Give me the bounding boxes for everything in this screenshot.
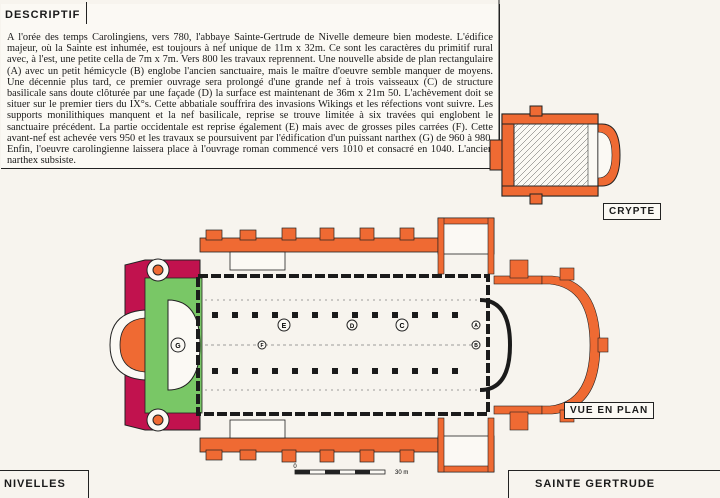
marker-f (257, 340, 267, 350)
letter-f: F (260, 343, 263, 349)
description-panel (1, 4, 500, 169)
marker-e (277, 318, 291, 332)
marker-c (395, 318, 409, 332)
scale-start: 0 (293, 464, 297, 470)
crypt-label: CRYPTE (603, 203, 662, 220)
plan-letter-markers: G E F D C A B (170, 318, 481, 353)
marker-a (471, 320, 481, 330)
description-text: A l'orée des temps Carolingiens, vers 78… (7, 32, 493, 167)
basilica-outline (196, 274, 490, 416)
city-label: NIVELLES (4, 478, 66, 490)
letter-b: B (474, 343, 478, 349)
letter-d: D (350, 324, 355, 330)
scale-end: 30 m (395, 470, 408, 476)
east-apse (479, 298, 513, 392)
letter-a: A (474, 323, 478, 329)
crypt-plan (489, 105, 621, 205)
description-heading-tab (0, 2, 87, 24)
city-box (0, 470, 89, 498)
plan-view-label: VUE EN PLAN (564, 402, 655, 419)
letter-g: G (175, 343, 181, 350)
letter-e: E (282, 323, 287, 330)
scale-bar: 0 30 m (293, 464, 408, 476)
letter-c: C (399, 323, 404, 330)
marker-d (346, 319, 358, 331)
title-box (508, 470, 720, 498)
church-title: SAINTE GERTRUDE (535, 478, 656, 490)
description-heading: DESCRIPTIF (5, 9, 81, 21)
marker-b (471, 340, 481, 350)
marker-g (170, 337, 186, 353)
